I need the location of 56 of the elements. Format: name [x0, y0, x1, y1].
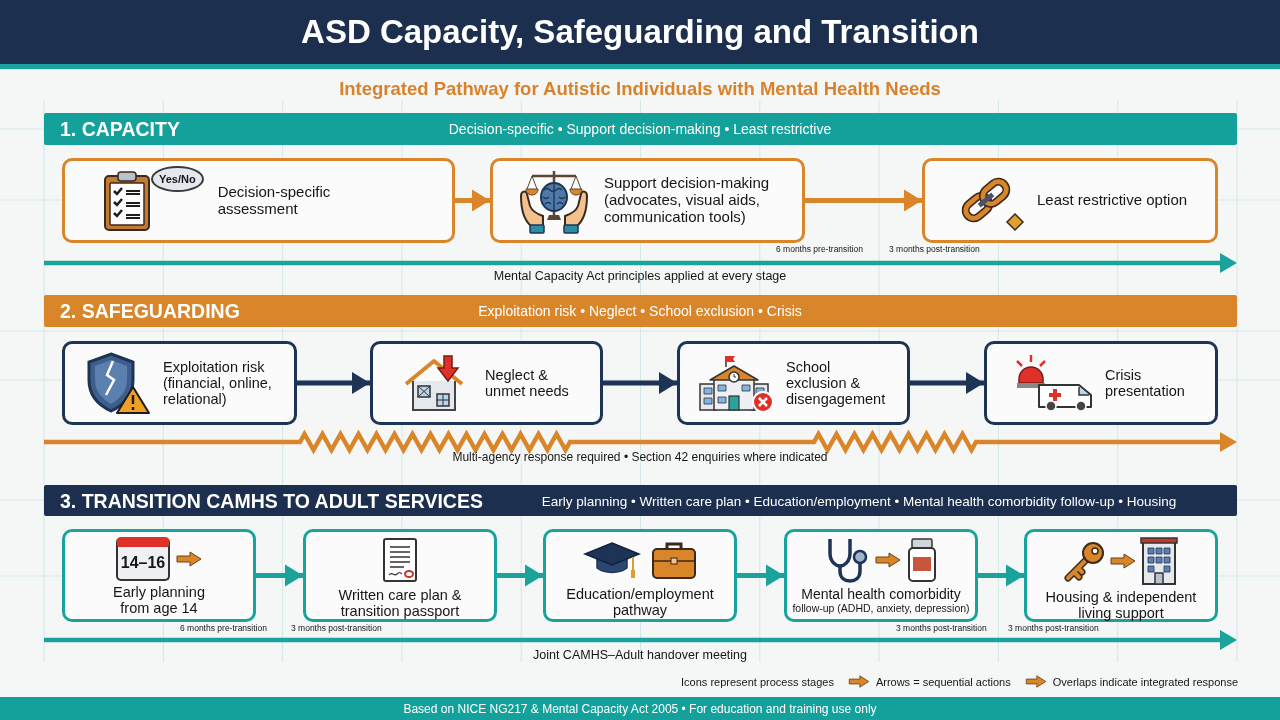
step-text: Early planning from age 14 — [112, 584, 206, 617]
section-summary: Decision-specific • Support decision-making • Least restrictive — [448, 121, 832, 137]
arrow — [737, 564, 784, 587]
subtitle: Integrated Pathway for Autistic Individuals with Mental Health Needs — [339, 78, 941, 100]
step-text: School exclusion & disengagement — [786, 358, 887, 408]
legend-text: Arrows = sequential actions — [875, 675, 1011, 688]
timeline-note: 6 months pre-transition — [776, 245, 863, 255]
process-box — [62, 529, 256, 622]
section-title: 3. TRANSITION CAMHS TO ADULT SERVICES — [60, 489, 483, 512]
timeline-note: 3 months post-transition — [889, 245, 980, 255]
process-box — [1024, 529, 1218, 622]
process-box — [303, 529, 497, 622]
step-text: Housing & independent living support — [1044, 589, 1198, 622]
section-summary: Exploitation risk • Neglect • School exclusion • Crisis — [478, 303, 802, 319]
process-box — [62, 158, 455, 243]
section-header-band — [44, 113, 1237, 145]
arrow — [805, 189, 922, 212]
title: ASD Capacity, Safeguarding and Transition — [301, 13, 979, 51]
process-box — [370, 341, 603, 425]
step-text: Decision-specific assessment — [217, 183, 332, 218]
arrow — [497, 564, 543, 587]
process-box — [922, 158, 1218, 243]
process-box — [490, 158, 805, 243]
step-subtext: follow-up (ADHD, anxiety, depression) — [792, 602, 970, 615]
process-box — [784, 529, 978, 622]
section-header-band — [44, 295, 1237, 327]
arrow — [603, 372, 677, 394]
process-box — [677, 341, 910, 425]
step-text: Support decision-making (advocates, visual aids, communication tools) — [604, 175, 771, 226]
arrow — [910, 372, 984, 394]
legend-text: Overlaps indicate integrated response — [1052, 675, 1238, 688]
arrow — [978, 564, 1024, 587]
process-box — [62, 341, 297, 425]
section-title: 2. SAFEGUARDING — [60, 299, 240, 323]
step-text: Mental health comorbidity — [801, 587, 961, 603]
timeline-caption: Joint CAMHS–Adult handover meeting — [533, 648, 747, 663]
section-header-band — [44, 485, 1237, 516]
arrow — [297, 372, 370, 394]
section-title: 1. CAPACITY — [60, 117, 180, 141]
legend-note: Icons represent process stages — [681, 675, 834, 688]
step-text: Education/employment pathway — [565, 586, 715, 619]
speech-bubble: Yes/No — [151, 165, 204, 192]
step-text: Neglect & unmet needs — [485, 366, 570, 400]
process-box — [543, 529, 737, 622]
step-text: Crisis presentation — [1105, 366, 1186, 400]
timeline-caption: Mental Capacity Act principles applied at every stage — [493, 269, 787, 284]
timeline-caption: Multi-agency response required • Section 42 enquiries where indicated — [452, 451, 828, 465]
arrow — [455, 189, 490, 212]
caption: Based on NICE NG217 & Mental Capacity Act 2005 • For education and training use only — [403, 701, 877, 716]
step-text: Least restrictive option — [1037, 192, 1189, 209]
calendar-date: 14–16 — [116, 537, 170, 581]
section-summary: Early planning • Written care plan • Education/employment • Mental health comorbidity follow-up • Housing — [541, 493, 1177, 508]
arrow — [256, 564, 303, 587]
step-text: Exploitation risk (financial, online, relational) — [163, 358, 273, 408]
step-text: Written care plan & transition passport — [337, 587, 463, 620]
process-box — [984, 341, 1218, 425]
